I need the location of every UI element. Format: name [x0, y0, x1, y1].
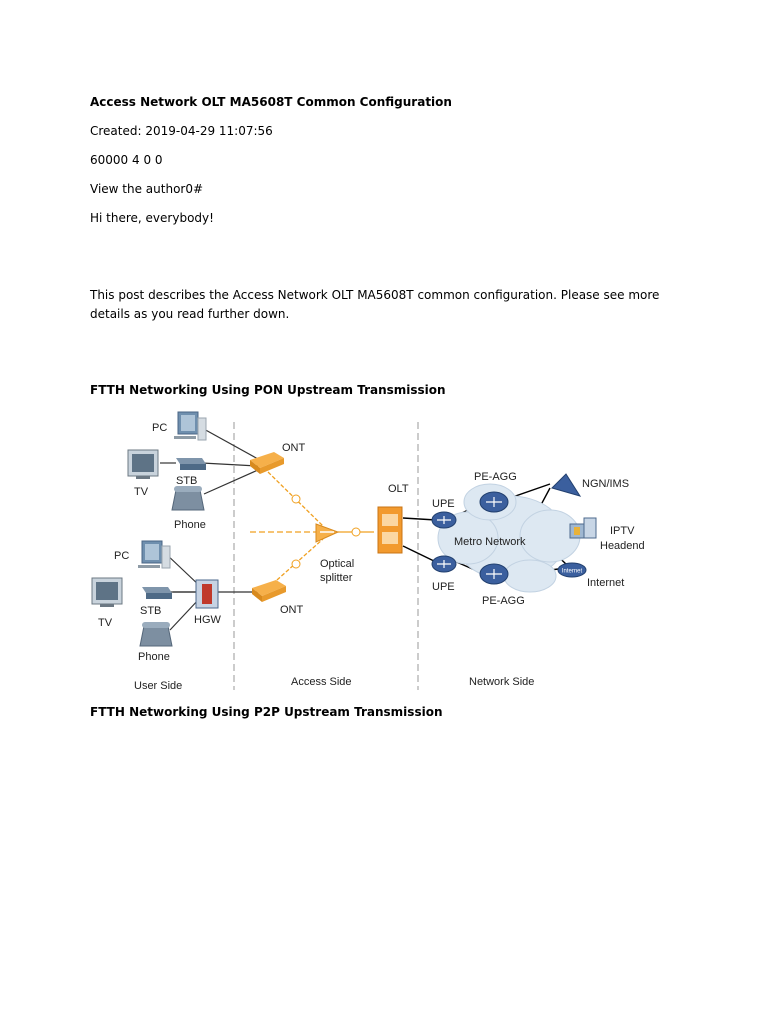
label-phone-top: Phone: [174, 519, 206, 531]
tv-icon: [127, 449, 159, 479]
tv-icon: [91, 577, 123, 607]
label-network-side: Network Side: [469, 676, 534, 688]
label-pe-agg-bottom: PE-AGG: [482, 595, 525, 607]
pc-icon: [138, 540, 171, 569]
fiber-connector-olt: [351, 527, 361, 537]
label-user-side: User Side: [134, 680, 182, 692]
label-olt: OLT: [388, 483, 409, 495]
fiber-connector-bottom: [291, 559, 301, 569]
olt-icon: [377, 506, 403, 554]
router-icon: [479, 563, 509, 585]
document-stats: 60000 4 0 0: [90, 153, 163, 167]
ont-icon: [250, 452, 284, 474]
label-access-side: Access Side: [291, 676, 352, 688]
heading-pon: FTTH Networking Using PON Upstream Trans…: [90, 383, 446, 397]
label-ont-top: ONT: [282, 442, 306, 454]
label-pe-agg-top: PE-AGG: [474, 471, 517, 483]
ftth-pon-diagram: Internet PC TV STB Phone PC TV STB Phone…: [91, 411, 645, 692]
hgw-icon: [195, 579, 219, 609]
label-pc-top: PC: [152, 422, 167, 434]
label-tv-bottom: TV: [98, 617, 113, 629]
label-ont-bottom: ONT: [280, 604, 304, 616]
router-icon: [431, 555, 457, 573]
phone-icon: [139, 622, 173, 647]
label-metro-network: Metro Network: [454, 536, 526, 548]
router-icon: [479, 491, 509, 513]
stb-icon: [142, 587, 172, 599]
router-icon: [431, 511, 457, 529]
stb-icon: [176, 458, 206, 470]
label-headend: Headend: [600, 540, 645, 552]
iptv-server-icon: [569, 517, 597, 539]
label-tv-top: TV: [134, 486, 149, 498]
author-link[interactable]: View the author0#: [90, 182, 204, 196]
label-ngn-ims: NGN/IMS: [582, 478, 629, 490]
label-phone-bottom: Phone: [138, 651, 170, 663]
intro-paragraph: This post describes the Access Network O…: [90, 288, 660, 321]
document-title: Access Network OLT MA5608T Common Config…: [90, 95, 452, 109]
phone-icon: [171, 486, 205, 511]
label-iptv: IPTV: [610, 525, 635, 537]
internet-icon: Internet: [557, 562, 587, 578]
internet-badge-label: Internet: [562, 569, 583, 575]
label-internet: Internet: [587, 577, 624, 589]
ont-icon: [252, 580, 286, 602]
greeting-text: Hi there, everybody!: [90, 211, 214, 225]
heading-p2p: FTTH Networking Using P2P Upstream Trans…: [90, 705, 443, 719]
optical-splitter-icon: [315, 523, 340, 543]
pc-icon: [174, 411, 207, 441]
ngn-ims-icon: [551, 473, 582, 497]
label-hgw: HGW: [194, 614, 222, 626]
label-upe-bottom: UPE: [432, 581, 455, 593]
label-stb-bottom: STB: [140, 605, 161, 617]
label-pc-bottom: PC: [114, 550, 129, 562]
label-splitter: splitter: [320, 572, 353, 584]
fiber-connector-top: [291, 494, 301, 504]
label-optical: Optical: [320, 558, 354, 570]
created-timestamp: Created: 2019-04-29 11:07:56: [90, 124, 273, 138]
label-upe-top: UPE: [432, 498, 455, 510]
label-stb-top: STB: [176, 475, 197, 487]
